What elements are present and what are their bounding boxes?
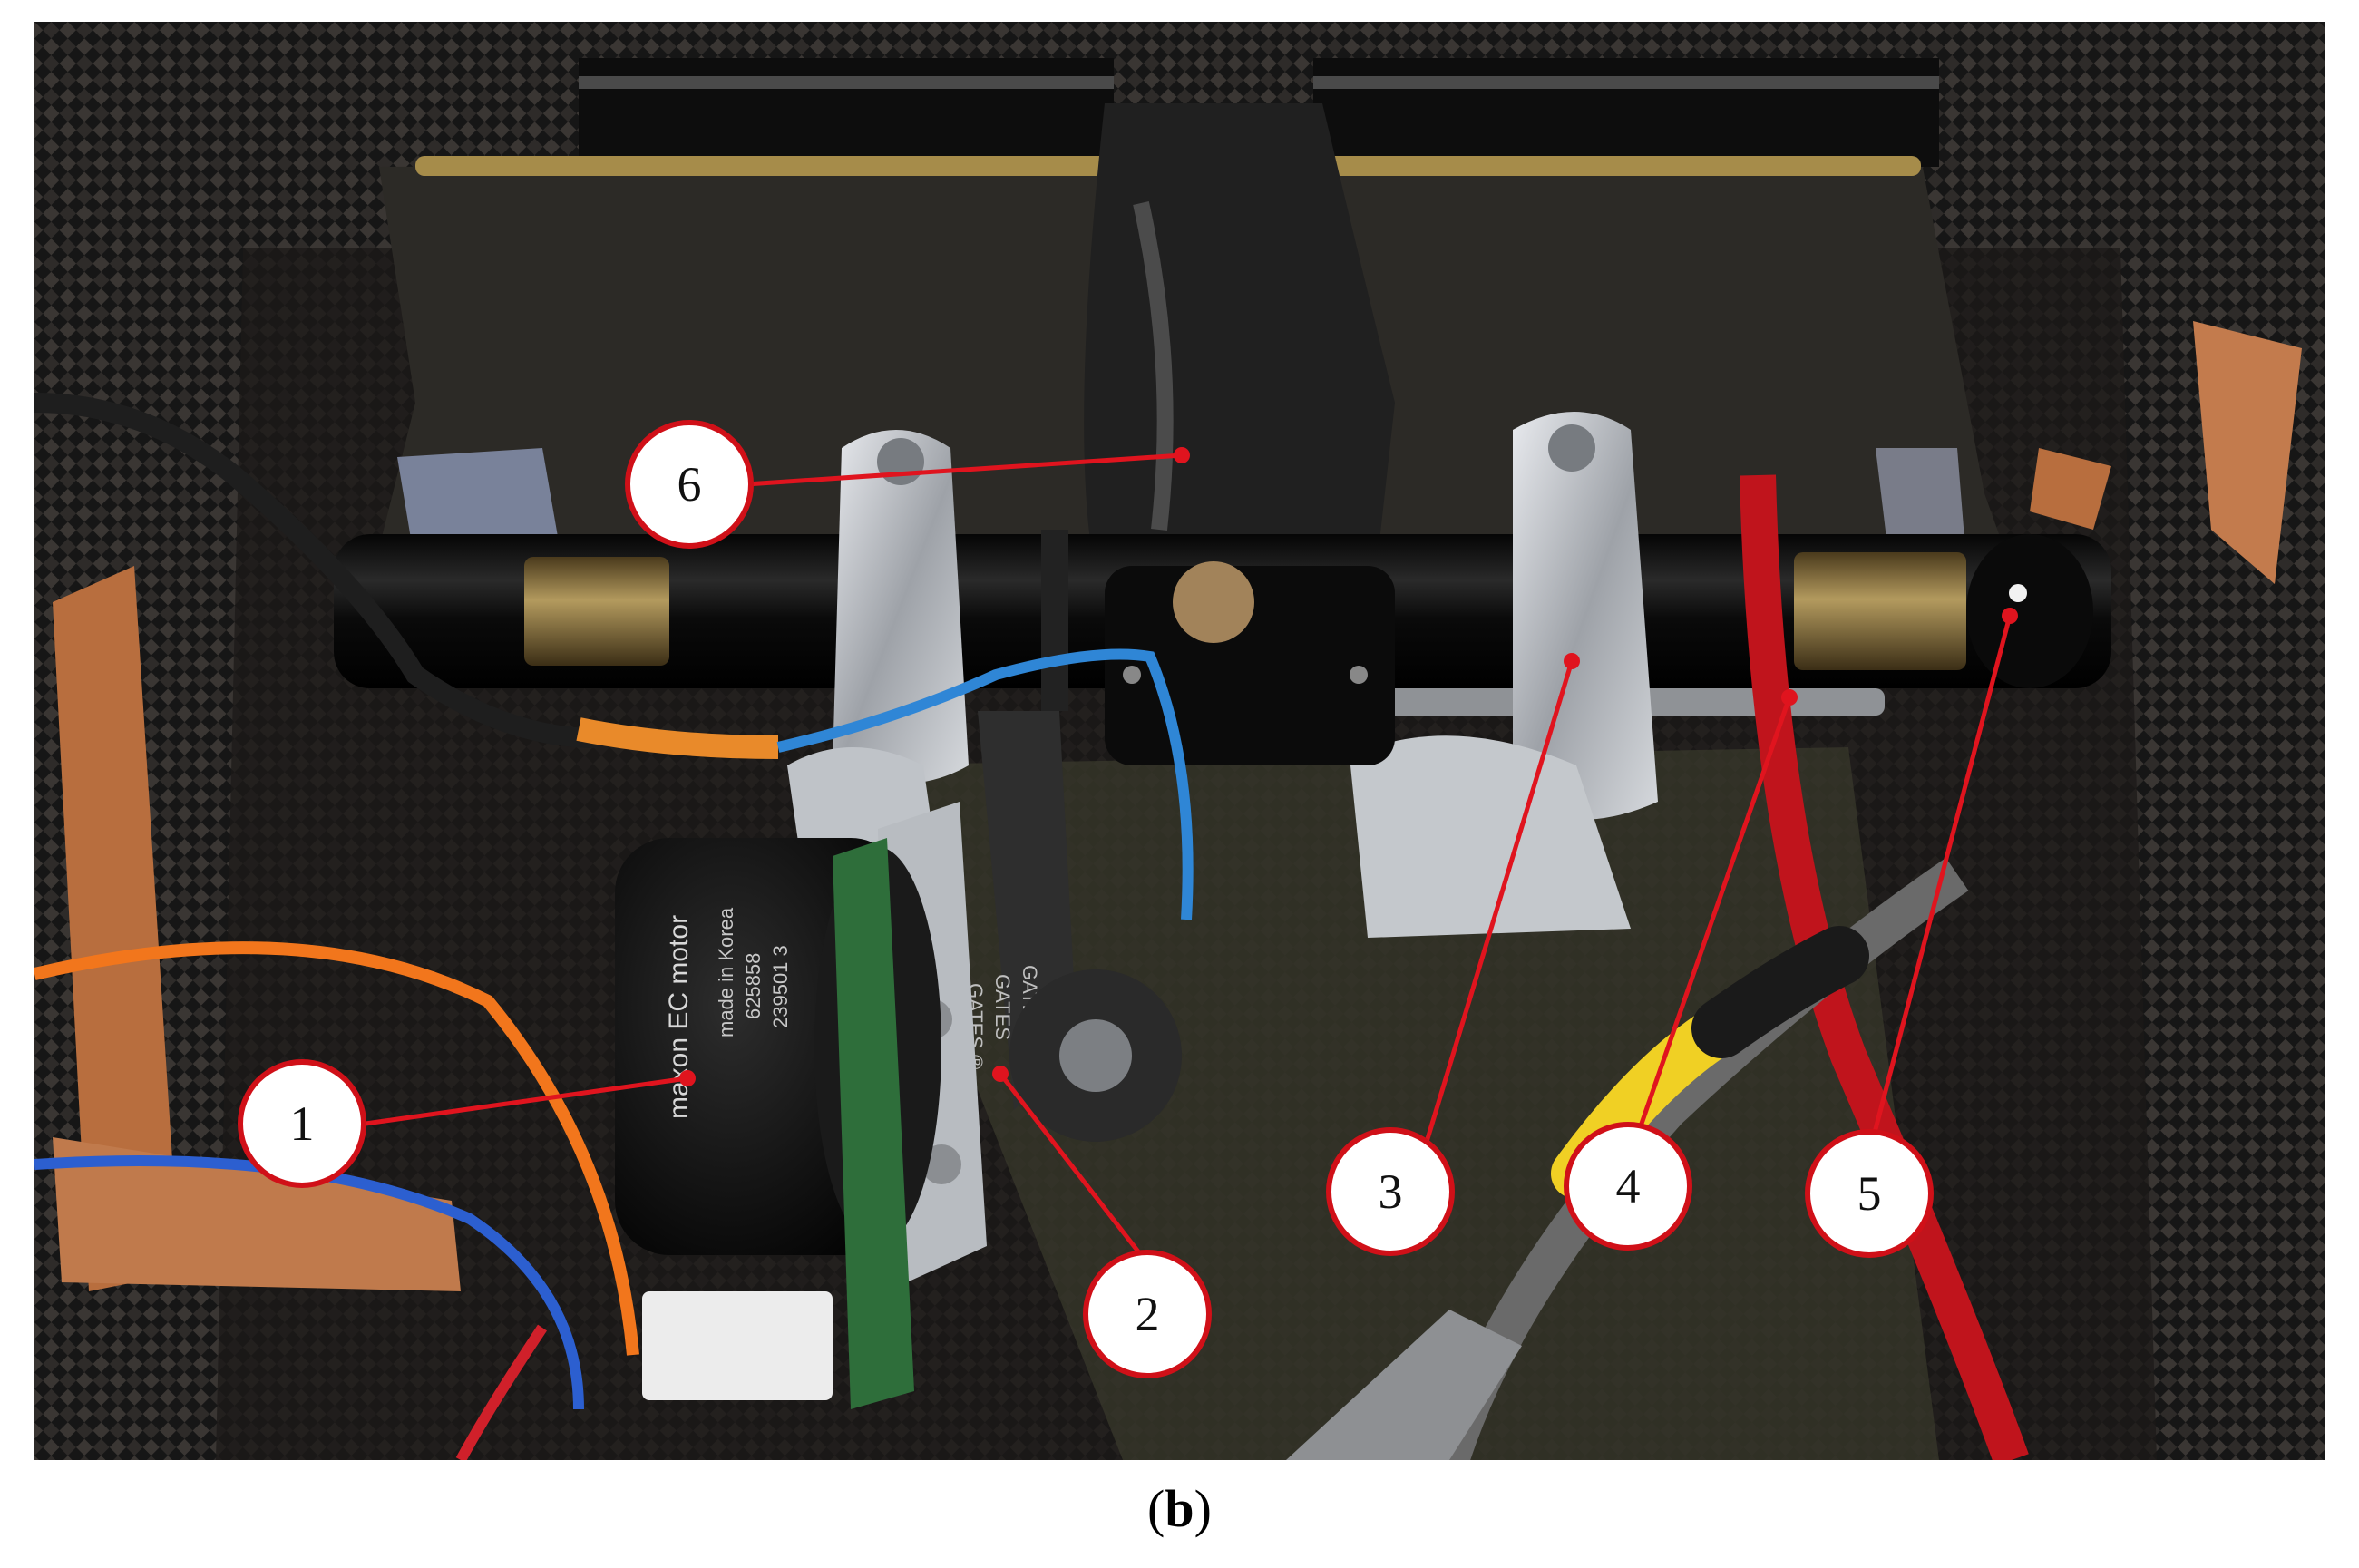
callout-dot-6: [1174, 447, 1190, 463]
brass-bushing-left: [524, 557, 669, 666]
callout-label-1: 1: [290, 1096, 315, 1151]
callout-2: 2: [1083, 1250, 1212, 1378]
callout-dot-2: [992, 1066, 1009, 1082]
tape-highlight: [1133, 201, 1174, 531]
copper-tape-left-bottom: [53, 1137, 461, 1291]
callout-dot-1: [679, 1070, 696, 1086]
clamp-bolt-right: [1548, 424, 1595, 472]
callout-line-2: [999, 1072, 1143, 1257]
shaft-end-tip: [2009, 584, 2027, 602]
motor-text-4: 239501 3: [769, 945, 792, 1028]
callout-dot-3: [1564, 653, 1580, 669]
aluminum-mount-right: [1350, 735, 1631, 938]
braided-red-hose: [1740, 474, 2029, 1460]
callout-line-3: [1424, 660, 1574, 1143]
caption-letter: b: [1165, 1479, 1194, 1538]
callout-line-6: [746, 453, 1183, 487]
encoder-board: [833, 838, 914, 1409]
copper-tape-left: [53, 566, 180, 1291]
callout-line-4: [1633, 696, 1792, 1143]
black-cable: [34, 393, 598, 748]
callout-dot-5: [2002, 608, 2018, 624]
callout-line-1: [365, 1076, 688, 1126]
motor-text-2: made in Korea: [715, 907, 737, 1037]
aluminum-clamp-right: [1513, 412, 1658, 820]
white-connector: [642, 1291, 833, 1400]
callout-dot-4: [1781, 689, 1798, 706]
figure-caption: (b): [0, 1478, 2359, 1539]
photo-scene: GATES GATES GATES ® maxon EC motor made …: [34, 22, 2325, 1460]
cable-tie: [1041, 530, 1068, 711]
orange-cable: [34, 941, 639, 1356]
callout-line-5: [1868, 615, 2013, 1147]
sensor-cap: [1691, 926, 1869, 1058]
belt-text-2: GATES: [991, 974, 1014, 1040]
blue-cable-bottom: [34, 1155, 584, 1410]
callout-label-3: 3: [1379, 1164, 1403, 1219]
callout-3: 3: [1326, 1127, 1455, 1256]
motor-text-3: 625858: [742, 953, 765, 1019]
red-cable-bottom: [455, 1324, 547, 1460]
copper-tape-right: [2193, 321, 2302, 584]
gearbox-bolt-2: [1350, 666, 1368, 684]
motor-text-1: maxon EC motor: [664, 915, 694, 1119]
photo: GATES GATES GATES ® maxon EC motor made …: [34, 22, 2325, 1460]
callout-label-5: 5: [1857, 1166, 1882, 1221]
pulley-hub: [1059, 1019, 1132, 1092]
gearbox-bolt-1: [1123, 666, 1141, 684]
callout-label-2: 2: [1136, 1287, 1160, 1341]
shaft-end: [1966, 534, 2093, 688]
gear: [1173, 561, 1254, 643]
callout-label-4: 4: [1616, 1159, 1641, 1213]
callout-6: 6: [625, 420, 754, 549]
callout-1: 1: [238, 1059, 366, 1188]
callout-label-6: 6: [677, 457, 702, 511]
orange-sleeve: [576, 717, 779, 759]
clamp-bolt-left: [877, 438, 924, 485]
blue-cable-top: [776, 648, 1194, 920]
copper-tape-right-mid: [2030, 448, 2111, 530]
brass-bushing-right: [1794, 552, 1966, 670]
plate-bolt-2: [921, 1144, 961, 1184]
callout-5: 5: [1805, 1129, 1934, 1258]
callout-4: 4: [1564, 1122, 1692, 1251]
caption-open: (: [1147, 1479, 1165, 1538]
caption-close: ): [1194, 1479, 1212, 1538]
aluminum-arm: [1286, 1310, 1522, 1460]
